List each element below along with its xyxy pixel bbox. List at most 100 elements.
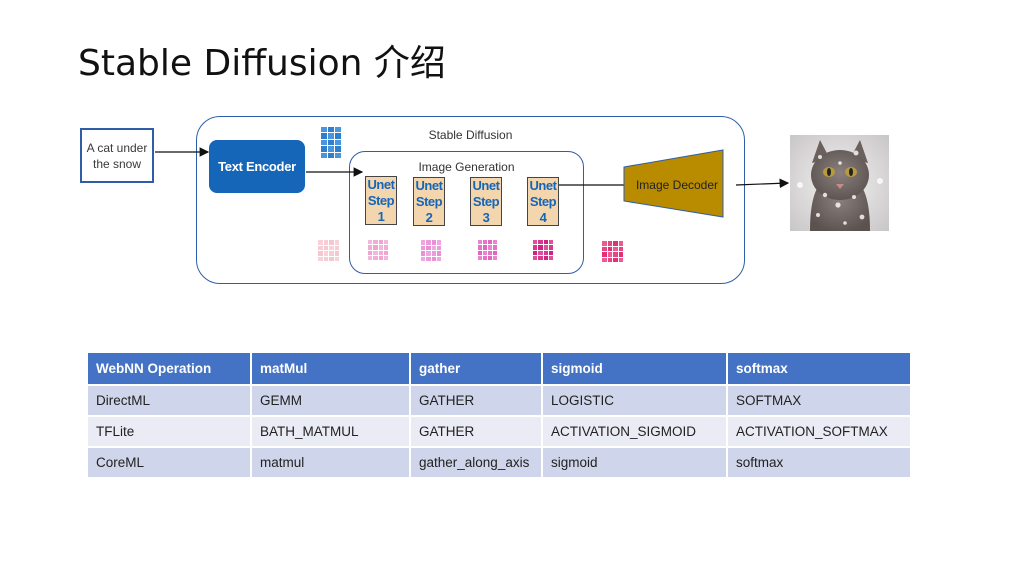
table-cell: LOGISTIC [541,384,728,417]
latent-cell [613,246,618,251]
latent-cell [613,257,618,262]
latent-cell [478,240,482,245]
latent-cell [421,245,426,250]
stable-diffusion-label: Stable Diffusion [428,128,513,142]
latent-cell [548,255,553,260]
unet-step-number: 4 [539,209,547,225]
table-cell: softmax [726,446,912,479]
latent-cell [431,245,436,250]
unet-step-number: 2 [425,209,433,225]
latent-cell [334,256,339,261]
latent-cell [329,245,334,250]
latent-cell [533,250,538,255]
latent-grid-4 [533,240,553,260]
unet-step-label: Unet [415,177,443,193]
latent-cell [323,256,328,261]
latent-cell [426,245,431,250]
table-cell: ACTIVATION_SIGMOID [541,415,728,448]
table-row: CoreML matmul gather_along_axis sigmoid … [86,446,912,479]
embedding-cell [328,139,334,146]
latent-cell [431,251,436,256]
unet-step-label: Step [415,193,443,209]
embedding-cell [321,146,327,152]
table-header-cell: WebNN Operation [86,351,252,386]
latent-cell [334,240,339,245]
table-cell: matmul [250,446,411,479]
latent-cell [373,255,378,260]
latent-cell [618,246,623,251]
latent-cell [334,251,339,256]
table-cell: gather_along_axis [409,446,543,479]
latent-cell [548,250,553,255]
latent-cell [618,252,623,257]
image-decoder-shape [623,149,724,218]
latent-cell [383,255,388,260]
arrow-decoder-to-output [735,178,790,189]
latent-cell [483,240,487,245]
latent-cell [368,240,373,245]
text-encoder-block: Text Encoder [209,140,305,193]
latent-cell [329,240,334,245]
latent-grid-2 [421,240,441,261]
unet-step-number: 1 [377,208,385,224]
table-cell: CoreML [86,446,252,479]
embedding-cell [321,139,327,146]
latent-cell [334,245,339,250]
latent-cell [607,241,612,246]
latent-cell [548,245,553,250]
latent-cell [383,245,388,250]
latent-cell [538,255,543,260]
unet-step-label: Unet [472,177,500,193]
latent-cell [483,245,487,250]
table-header-cell: softmax [726,351,912,386]
latent-cell [426,256,431,261]
table-header-cell: sigmoid [541,351,728,386]
webnn-operations-table: WebNN Operation matMul gather sigmoid so… [86,351,912,479]
latent-cell [436,245,441,250]
table-cell: GEMM [250,384,411,417]
embedding-cell [328,152,334,158]
latent-cell [323,251,328,256]
input-prompt-line1: A cat under [86,140,148,155]
latent-cell [618,257,623,262]
latent-cell [421,240,426,245]
latent-cell [378,245,383,250]
text-embedding-icon [321,127,341,158]
latent-grid-1 [368,240,388,260]
latent-cell [493,240,497,245]
embedding-cell [335,133,341,139]
latent-cell [426,251,431,256]
latent-cell [488,250,492,255]
latent-cell [318,245,323,250]
input-prompt-line2: the snow [92,156,142,171]
table-row: DirectML GEMM GATHER LOGISTIC SOFTMAX [86,384,912,417]
latent-cell [607,252,612,257]
latent-grid-0 [318,240,339,261]
latent-grid-3 [478,240,497,260]
table-cell: TFLite [86,415,252,448]
latent-cell [543,255,548,260]
latent-cell [493,245,497,250]
unet-step-label: Step [367,192,395,208]
latent-cell [488,255,492,260]
image-generation-container [349,151,584,274]
latent-grid-5 [602,241,623,262]
latent-cell [607,246,612,251]
latent-cell [383,240,388,245]
latent-cell [548,240,553,245]
latent-cell [478,255,482,260]
table-cell: ACTIVATION_SOFTMAX [726,415,912,448]
latent-cell [421,256,426,261]
latent-cell [383,250,388,255]
latent-cell [378,240,383,245]
latent-cell [613,241,618,246]
latent-cell [613,252,618,257]
latent-cell [329,251,334,256]
unet-step-label: Unet [529,177,557,193]
latent-cell [602,246,607,251]
latent-cell [488,245,492,250]
latent-cell [431,240,436,245]
